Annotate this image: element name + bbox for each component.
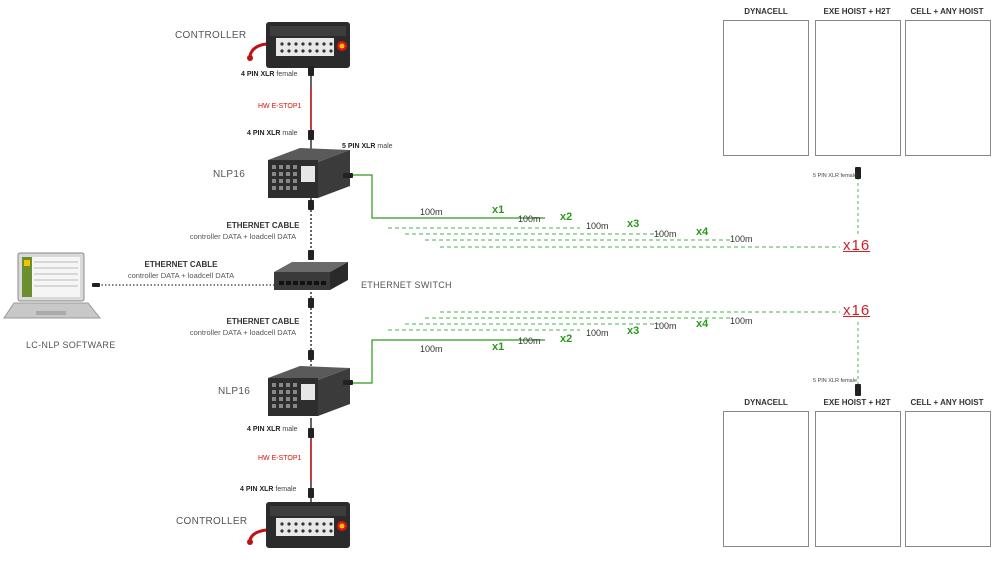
top-nlp16-label: NLP16: [213, 169, 246, 180]
top-xlr-male-connector: [308, 130, 314, 140]
top-panel-title-cell: CELL + ANY HOIST: [910, 7, 984, 16]
bottom-run-5-distance: 100m: [730, 316, 753, 326]
left-ethernet-cable-title: ETHERNET CABLE: [144, 260, 218, 269]
bottom-xlr-female-label: 4 PIN XLR female: [240, 486, 297, 493]
top-estop-plug: [247, 55, 253, 61]
top-xlr-female-connector: [308, 66, 314, 76]
top-xlr-male-label: 4 PIN XLR male: [247, 130, 298, 137]
bottom-five-pin-female-connector: [855, 384, 861, 396]
top-run-2-distance: 100m: [518, 214, 541, 224]
bottom-panel-dynacell: [723, 411, 809, 547]
top-estop-label: HW E-STOP1: [258, 103, 302, 110]
top-five-pin-connector: [343, 173, 353, 178]
bottom-estop-label: HW E-STOP1: [258, 455, 302, 462]
lower-ethernet-cable-title: ETHERNET CABLE: [226, 317, 300, 326]
upper-ethernet-cable-sub: controller DATA + loadcell DATA: [189, 232, 297, 241]
bottom-xlr-male-label: 4 PIN XLR male: [247, 426, 298, 433]
top-run-1-distance: 100m: [420, 207, 443, 217]
upper-ethernet-cable-title: ETHERNET CABLE: [226, 221, 300, 230]
top-run-1-count: x1: [492, 204, 505, 216]
bottom-estop-plug: [247, 539, 253, 545]
ethernet-switch-device: [274, 262, 348, 290]
top-panel-cell-any-hoist: [905, 20, 991, 156]
software-label: LC-NLP SOFTWARE: [26, 340, 116, 350]
ethernet-switch-label: ETHERNET SWITCH: [361, 280, 452, 290]
top-run-4-count: x4: [696, 226, 709, 238]
bottom-panel-cell-any-hoist: [905, 411, 991, 547]
bottom-nlp16-device: [268, 366, 350, 416]
top-five-pin-female-connector: [855, 167, 861, 179]
top-controller-device: [266, 22, 350, 68]
top-panel-dynacell: [723, 20, 809, 156]
top-nlp16-device: [268, 148, 350, 198]
bottom-panel-exe-hoist: [815, 411, 901, 547]
top-xlr-female-label: 4 PIN XLR female: [241, 71, 298, 78]
bottom-x16-count: x16: [843, 302, 871, 319]
top-run-4-distance: 100m: [654, 229, 677, 239]
top-five-pin-female-label: 5 PIN XLR female: [813, 173, 858, 179]
top-run-2-count: x2: [560, 211, 573, 223]
bottom-run-3-count: x3: [627, 325, 640, 337]
bottom-panel-title-dynacell: DYNACELL: [744, 398, 788, 407]
top-controller-label: CONTROLLER: [175, 30, 247, 41]
laptop-device: [3, 252, 102, 319]
bottom-run-3-distance: 100m: [586, 328, 609, 338]
bottom-controller-label: CONTROLLER: [176, 516, 248, 527]
bottom-nlp16-label: NLP16: [218, 386, 251, 397]
bottom-five-pin-female-label: 5 PIN XLR female: [813, 378, 858, 384]
top-panel-title-dynacell: DYNACELL: [744, 7, 788, 16]
lower-ethernet-cable-sub: controller DATA + loadcell DATA: [189, 328, 297, 337]
bottom-controller-device: [266, 502, 350, 548]
top-x16-count: x16: [843, 237, 871, 254]
top-panel-exe-hoist: [815, 20, 901, 156]
bottom-run-2-distance: 100m: [518, 336, 541, 346]
bottom-panel-title-cell: CELL + ANY HOIST: [910, 398, 984, 407]
top-dashed-runs: [388, 227, 840, 248]
bottom-run-1-distance: 100m: [420, 344, 443, 354]
bottom-run-4-count: x4: [696, 318, 709, 330]
bottom-run-4-distance: 100m: [654, 321, 677, 331]
top-panel-title-exe: EXE HOIST + H2T: [823, 7, 891, 16]
top-run-3-count: x3: [627, 218, 640, 230]
bottom-run-1-count: x1: [492, 341, 505, 353]
bottom-panel-title-exe: EXE HOIST + H2T: [823, 398, 891, 407]
top-run-5-distance: 100m: [730, 234, 753, 244]
bottom-run-2-count: x2: [560, 333, 573, 345]
left-ethernet-cable-sub: controller DATA + loadcell DATA: [127, 271, 235, 280]
bottom-dashed-runs: [388, 311, 840, 331]
top-five-pin-label: 5 PIN XLR male: [342, 143, 393, 150]
top-run-3-distance: 100m: [586, 221, 609, 231]
